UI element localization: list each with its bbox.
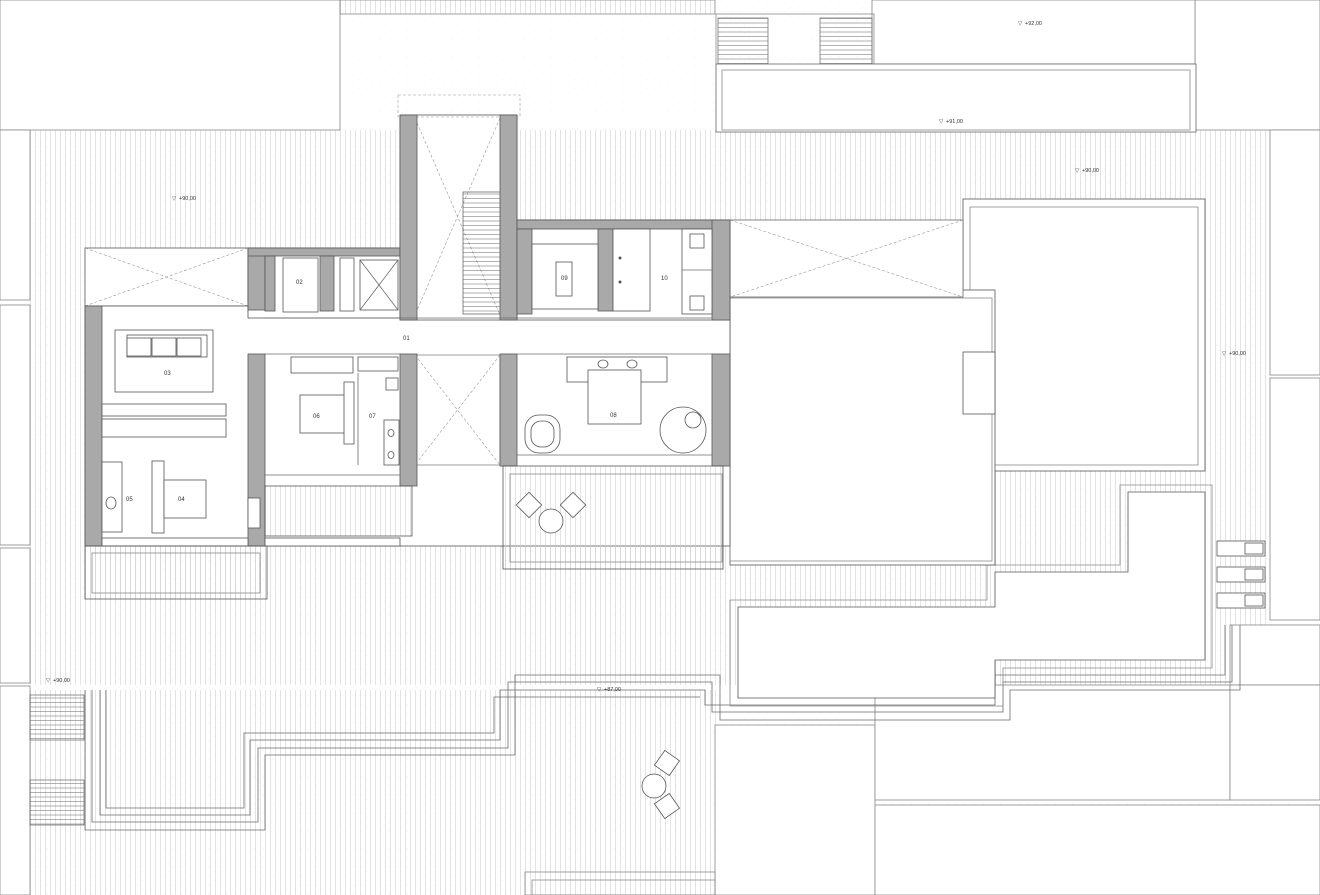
svg-text:+90,00: +90,00	[1082, 168, 1099, 174]
terrace-master	[502, 465, 724, 570]
garden-block-top-left	[0, 0, 341, 131]
svg-text:▽: ▽	[1075, 168, 1080, 174]
round-rug	[659, 406, 707, 454]
svg-text:+90,00: +90,00	[53, 678, 70, 684]
walls	[84, 114, 731, 547]
room-label-01: 01	[403, 336, 410, 342]
room-label-07: 07	[369, 414, 376, 420]
room-label-06: 06	[313, 414, 320, 420]
svg-text:▽: ▽	[1018, 21, 1023, 27]
stairs-top-left	[717, 17, 769, 65]
room-label-03: 03	[164, 371, 171, 377]
garden-block-top-right	[871, 0, 1196, 65]
svg-text:+87,00: +87,00	[604, 687, 621, 693]
svg-text:▽: ▽	[46, 678, 51, 684]
room-label-04: 04	[178, 497, 185, 503]
svg-text:+90,00: +90,00	[179, 196, 196, 202]
annex-roof	[962, 198, 1206, 472]
room-label-09: 09	[561, 276, 568, 282]
room-label-02: 02	[296, 280, 303, 286]
level-marker-lower-center: ▽ +87,00	[597, 687, 621, 693]
level-marker-palm-strip: ▽ +91,00	[939, 119, 963, 125]
level-marker-right-terrace: ▽ +90,00	[1222, 351, 1246, 357]
svg-text:▽: ▽	[597, 687, 602, 693]
palm-planter-top	[715, 63, 1197, 133]
room-label-05: 05	[126, 497, 133, 503]
stairs-top-right	[819, 17, 873, 65]
lower-table-chairs	[641, 749, 681, 820]
garage-roof	[729, 289, 996, 566]
level-marker-left-terrace: ▽ +90,00	[172, 196, 196, 202]
svg-text:▽: ▽	[172, 196, 177, 202]
swimming-pool	[737, 491, 1206, 699]
svg-text:+92,00: +92,00	[1025, 21, 1042, 27]
master-bed	[587, 369, 642, 425]
svg-text:▽: ▽	[939, 119, 944, 125]
level-marker-upper-terrace: ▽ +90,00	[1075, 168, 1099, 174]
lower-deck	[30, 690, 720, 895]
level-marker-lower-left: ▽ +90,00	[46, 678, 70, 684]
svg-text:+91,00: +91,00	[946, 119, 963, 125]
sun-loungers	[1216, 540, 1266, 609]
main-stairs	[462, 191, 502, 315]
svg-text:+90,00: +90,00	[1229, 351, 1246, 357]
level-marker-top-right: ▽ +92,00	[1018, 21, 1042, 27]
room-label-08: 08	[610, 413, 617, 419]
terrace-table-chairs	[515, 491, 587, 534]
room-label-10: 10	[661, 276, 668, 282]
svg-text:▽: ▽	[1222, 351, 1227, 357]
stairs-lower-left	[29, 694, 85, 741]
